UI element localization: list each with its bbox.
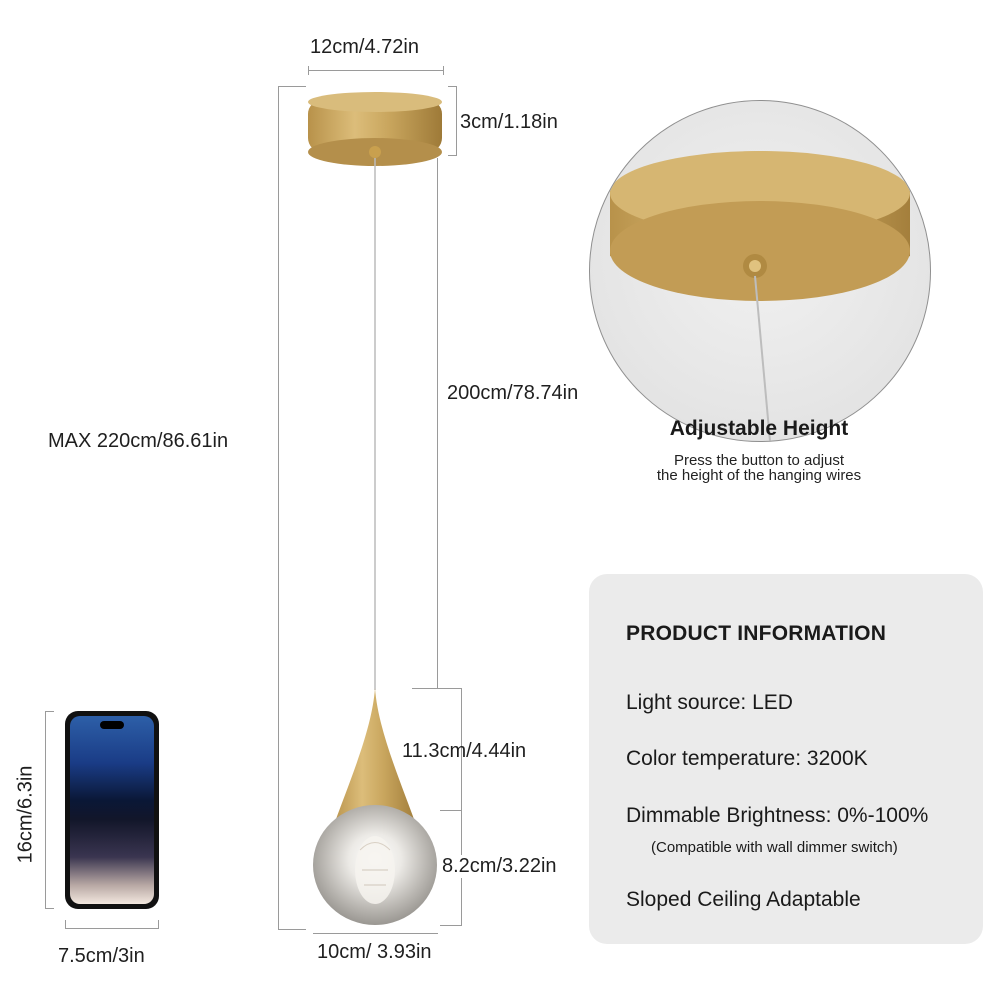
phone-width-line — [65, 928, 159, 929]
canopy-zoom-circle — [589, 100, 931, 442]
cord-length-label: 200cm/78.74in — [447, 382, 579, 404]
max-height-label: MAX 220cm/86.61in — [48, 430, 229, 452]
glass-globe — [313, 805, 437, 925]
canopy-width-tick-left — [308, 66, 309, 75]
phone-width-tick-left — [65, 920, 66, 929]
cone-height-line — [461, 688, 462, 810]
sloped-ceiling: Sloped Ceiling Adaptable — [626, 888, 861, 911]
pendant-lamp-illustration — [308, 92, 442, 925]
product-info-heading: PRODUCT INFORMATION — [626, 622, 887, 645]
adjustable-height-title: Adjustable Height — [669, 417, 849, 440]
canopy-height-tick-top — [448, 86, 457, 87]
phone-width-label: 7.5cm/3in — [58, 945, 145, 967]
phone-height-tick-top — [45, 711, 54, 712]
dimmable-brightness: Dimmable Brightness: 0%-100% — [626, 804, 929, 827]
phone-height-tick-bottom — [45, 908, 54, 909]
adjustable-height-description: Press the button to adjust the height of… — [589, 453, 929, 483]
canopy-height-line — [456, 86, 457, 156]
adjustable-line-2: the height of the hanging wires — [656, 467, 862, 484]
canopy-width-tick-right — [443, 66, 444, 75]
cone-height-tick-top — [412, 688, 462, 689]
product-information-card: PRODUCT INFORMATION Light source: LED Co… — [589, 574, 983, 944]
canopy-height-tick-bottom — [448, 155, 457, 156]
phone-height-line — [45, 711, 46, 909]
canopy-detail-illustration — [610, 151, 910, 441]
globe-height-tick-bottom — [440, 925, 462, 926]
color-temperature: Color temperature: 3200K — [626, 747, 868, 770]
globe-width-label: 10cm/ 3.93in — [317, 941, 432, 963]
max-height-tick-bottom — [278, 929, 306, 930]
phone-scale-reference — [65, 711, 159, 909]
cord-length-line — [437, 158, 438, 688]
max-height-line — [278, 86, 279, 930]
dimmer-compatibility-note: (Compatible with wall dimmer switch) — [651, 839, 898, 856]
canopy-height-label: 3cm/1.18in — [460, 111, 558, 133]
brass-cone — [332, 688, 418, 830]
globe-height-label: 8.2cm/3.22in — [440, 855, 559, 878]
max-height-tick-top — [278, 86, 306, 87]
adjustable-line-1: Press the button to adjust — [673, 452, 845, 469]
cone-height-label: 11.3cm/4.44in — [402, 740, 527, 762]
globe-height-tick-top — [440, 810, 462, 811]
phone-screen — [70, 716, 154, 904]
phone-height-label: 16cm/6.3in — [14, 765, 37, 864]
light-source: Light source: LED — [626, 691, 793, 714]
canopy-width-line — [308, 70, 444, 71]
canopy-width-label: 12cm/4.72in — [310, 36, 419, 58]
canopy — [308, 92, 442, 166]
globe-width-line — [313, 933, 438, 934]
phone-width-tick-right — [158, 920, 159, 929]
phone-notch — [100, 721, 124, 729]
